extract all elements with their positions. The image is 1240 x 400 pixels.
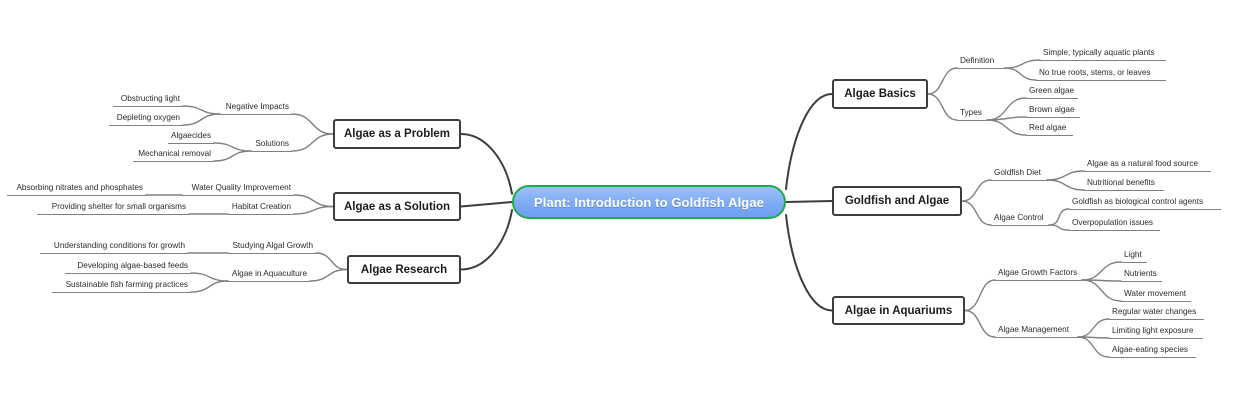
connector xyxy=(309,268,348,282)
connector xyxy=(1048,208,1070,226)
connector xyxy=(460,133,513,195)
connector xyxy=(1081,279,1122,302)
connector xyxy=(961,179,992,202)
connector xyxy=(291,133,334,152)
leaf-node[interactable]: Water movement xyxy=(1121,288,1191,302)
connector xyxy=(1077,336,1110,358)
leaf-node[interactable]: Nutritional benefits xyxy=(1084,177,1164,191)
connector xyxy=(1004,59,1041,69)
connector xyxy=(964,279,996,312)
subtopic-node[interactable]: Algae Management xyxy=(995,324,1078,338)
connector xyxy=(927,93,958,121)
leaf-node[interactable]: Developing algae-based feeds xyxy=(65,260,191,274)
leaf-node[interactable]: Red algae xyxy=(1026,122,1073,136)
connector xyxy=(291,113,334,135)
connector xyxy=(1081,261,1122,281)
connector xyxy=(1081,279,1122,282)
subtopic-node[interactable]: Solutions xyxy=(251,138,292,152)
leaf-node[interactable]: Light xyxy=(1121,249,1147,263)
connector xyxy=(961,200,992,226)
leaf-node[interactable]: Goldfish as biological control agents xyxy=(1069,196,1221,210)
connector xyxy=(182,113,221,126)
subtopic-node[interactable]: Habitat Creation xyxy=(228,201,294,215)
subtopic-node[interactable]: Water Quality Improvement xyxy=(182,182,294,196)
leaf-node[interactable]: Overpopulation issues xyxy=(1069,217,1160,231)
leaf-node[interactable]: Green algae xyxy=(1026,85,1078,99)
connector xyxy=(986,97,1027,121)
leaf-node[interactable]: Algaecides xyxy=(168,130,214,144)
subtopic-node[interactable]: Algae in Aquaculture xyxy=(228,268,310,282)
leaf-node[interactable]: Sustainable fish farming practices xyxy=(52,279,191,293)
branch-node-algae-as-a-solution[interactable]: Algae as a Solution xyxy=(333,192,461,221)
connector xyxy=(190,272,229,282)
branch-node-algae-basics[interactable]: Algae Basics xyxy=(832,79,928,109)
connector xyxy=(1077,318,1110,338)
leaf-node[interactable]: Simple, typically aquatic plants xyxy=(1040,47,1166,61)
connector xyxy=(293,194,334,208)
branch-node-algae-research[interactable]: Algae Research xyxy=(347,255,461,284)
connector xyxy=(182,105,221,115)
connector xyxy=(1046,179,1085,191)
leaf-node[interactable]: Regular water changes xyxy=(1109,306,1204,320)
connector xyxy=(785,214,833,312)
connector xyxy=(213,150,252,162)
connector xyxy=(315,252,348,271)
subtopic-node[interactable]: Algae Growth Factors xyxy=(995,267,1082,281)
root-node[interactable]: Plant: Introduction to Goldfish Algae xyxy=(512,185,786,219)
leaf-node[interactable]: Brown algae xyxy=(1026,104,1080,118)
connector xyxy=(986,116,1027,121)
branch-node-algae-as-a-problem[interactable]: Algae as a Problem xyxy=(333,119,461,149)
connector xyxy=(1004,67,1037,81)
connector xyxy=(785,200,833,203)
leaf-node[interactable]: Depleting oxygen xyxy=(109,112,183,126)
connector xyxy=(1048,224,1070,231)
connector xyxy=(785,93,833,191)
branch-node-algae-in-aquariums[interactable]: Algae in Aquariums xyxy=(832,296,965,325)
connector xyxy=(986,119,1027,136)
connector xyxy=(1046,170,1085,181)
leaf-node[interactable]: Algae as a natural food source xyxy=(1084,158,1211,172)
connector xyxy=(964,309,996,338)
subtopic-node[interactable]: Studying Algal Growth xyxy=(228,240,316,254)
subtopic-node[interactable]: Goldfish Diet xyxy=(991,167,1047,181)
connector xyxy=(1077,336,1110,339)
connector xyxy=(927,67,958,95)
leaf-node[interactable]: Nutrients xyxy=(1121,268,1162,282)
leaf-node[interactable]: Algae-eating species xyxy=(1109,344,1196,358)
connector xyxy=(460,209,513,271)
subtopic-node[interactable]: Definition xyxy=(957,55,1005,69)
leaf-node[interactable]: Understanding conditions for growth xyxy=(40,240,188,254)
connector xyxy=(213,142,252,152)
connector xyxy=(460,201,513,208)
leaf-node[interactable]: Obstructing light xyxy=(113,93,183,107)
leaf-node[interactable]: Providing shelter for small organisms xyxy=(37,201,189,215)
leaf-node[interactable]: Limiting light exposure xyxy=(1109,325,1203,339)
leaf-node[interactable]: No true roots, stems, or leaves xyxy=(1036,67,1166,81)
connector xyxy=(190,280,229,293)
subtopic-node[interactable]: Negative Impacts xyxy=(220,101,292,115)
connector xyxy=(293,205,334,215)
subtopic-node[interactable]: Algae Control xyxy=(991,212,1049,226)
leaf-node[interactable]: Absorbing nitrates and phosphates xyxy=(7,182,146,196)
branch-node-goldfish-and-algae[interactable]: Goldfish and Algae xyxy=(832,186,962,216)
subtopic-node[interactable]: Types xyxy=(957,107,987,121)
leaf-node[interactable]: Mechanical removal xyxy=(133,148,214,162)
